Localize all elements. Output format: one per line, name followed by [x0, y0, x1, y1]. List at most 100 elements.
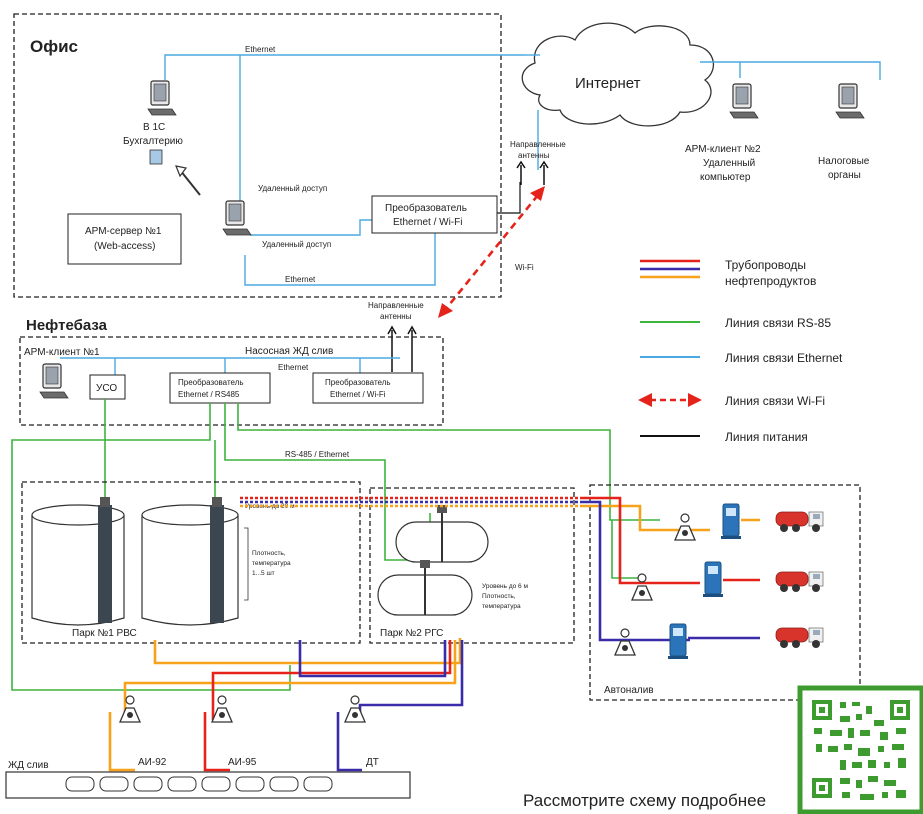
server-label-box	[67, 213, 182, 265]
office-converter-label-2: Ethernet / Wi-Fi	[393, 217, 462, 228]
office-antenna-icon	[516, 160, 549, 185]
arrow-head-icon	[175, 165, 188, 178]
server-pc-icon	[222, 200, 252, 236]
wifi-label: Wi-Fi	[515, 263, 534, 272]
pump-station-zone	[19, 336, 444, 426]
ethernet-line-cloud-right	[700, 61, 881, 80]
pipe-ai95	[203, 712, 230, 772]
qr-code-icon[interactable]	[797, 685, 923, 814]
park1-tank-2	[141, 497, 239, 626]
client1-pc-icon	[39, 363, 69, 399]
client2-label-2: Удаленный	[703, 158, 755, 169]
park1-title: Парк №1 РВС	[72, 628, 137, 639]
fuel-ai95-label: АИ-95	[228, 757, 257, 768]
remote-access-label-2: Удаленный доступ	[262, 240, 331, 249]
park2-level-label-1: Уровень до 6 м	[482, 583, 528, 590]
park1-density-label-3: 1...5 шт	[252, 570, 275, 577]
park1-density-label-2: температура	[252, 560, 291, 567]
client2-label-1: АРМ-клиент №2	[685, 144, 761, 155]
pipe-park-orange-2	[123, 640, 457, 720]
pipe-autoload-red	[580, 496, 700, 585]
depot-converter2-label-1: Преобразователь	[325, 378, 391, 387]
legend-pipes-label-2: нефтепродуктов	[725, 274, 816, 288]
park2-tank-2	[377, 560, 473, 616]
internet-label: Интернет	[575, 75, 641, 92]
remote-access-label-1: Удаленный доступ	[258, 184, 327, 193]
ethernet-label-bottom: Ethernet	[285, 275, 316, 284]
tax-pc-icon	[835, 83, 865, 119]
ethernet-label-top: Ethernet	[245, 45, 276, 54]
rail-label: ЖД слив	[8, 760, 49, 771]
park2-tank-1	[395, 505, 489, 563]
meter-autoload-3-icon	[614, 628, 636, 656]
dispenser-3-icon	[667, 623, 689, 660]
office-zone	[13, 13, 502, 298]
office-converter-label-1: Преобразователь	[385, 202, 467, 214]
database-icon	[149, 149, 163, 165]
park1-bracket	[244, 527, 249, 601]
park1-tank-1	[31, 497, 125, 626]
internet-cloud	[521, 22, 714, 127]
server-label-2: (Web-access)	[94, 241, 156, 252]
autoload-title: Автоналив	[604, 685, 654, 696]
fuel-dt-label: ДТ	[366, 757, 379, 768]
pipe-dt	[336, 712, 362, 772]
depot-converter2-box	[312, 372, 424, 404]
depot-antenna-label-1: Направленные	[368, 301, 424, 310]
legend-rs485-label: Линия связи RS-85	[725, 316, 831, 330]
arrow-icon	[179, 169, 201, 196]
pipe-park-red	[211, 640, 452, 720]
accounting-pc-icon	[147, 80, 177, 116]
office-antenna-label-2: антенны	[518, 151, 550, 160]
meter-ai95-icon	[211, 695, 233, 723]
client2-pc-icon	[729, 83, 759, 119]
park2-title: Парк №2 РГС	[380, 628, 443, 639]
park2-level-label-3: температура	[482, 603, 521, 610]
depot-antenna-icon	[387, 325, 417, 372]
depot-antenna-label-2: антенны	[380, 312, 412, 321]
pipe-park-blue	[298, 640, 447, 678]
truck-3-icon	[775, 627, 824, 649]
pump-station-label: Насосная ЖД слив	[245, 346, 333, 357]
legend-wifi-label: Линия связи Wi-Fi	[725, 394, 825, 408]
park2-zone	[369, 487, 575, 644]
meter-dt-icon	[344, 695, 366, 723]
depot-ethernet-label: Ethernet	[278, 363, 309, 372]
tax-label-2: органы	[828, 170, 861, 181]
legend-wifi-arrows-icon	[638, 393, 702, 407]
client2-label-3: компьютер	[700, 172, 751, 183]
server-label-1: АРМ-сервер №1	[85, 226, 162, 237]
footer-cta[interactable]: Рассмотрите схему подробнее	[523, 791, 766, 810]
ethernet-line-office-bottom	[244, 232, 436, 286]
client1-label: АРМ-клиент №1	[24, 347, 100, 358]
office-converter-box	[371, 195, 498, 234]
wifi-arrow-top-icon	[530, 186, 545, 201]
meter-autoload-1-icon	[674, 513, 696, 541]
legend-pipes-label-1: Трубопроводы	[725, 258, 806, 272]
depot-converter1-box	[169, 372, 271, 404]
truck-1-icon	[775, 511, 824, 533]
pipe-autoload-orange	[580, 504, 672, 532]
office-title: Офис	[30, 37, 78, 56]
autoload-zone	[589, 484, 861, 701]
truck-2-icon	[775, 571, 824, 593]
tax-label-1: Налоговые	[818, 156, 870, 167]
pipe-autoload-blue	[580, 500, 690, 642]
wifi-arrow-bottom-icon	[438, 303, 453, 318]
dispenser-2-icon	[702, 561, 724, 598]
park1-density-label-1: Плотность,	[252, 550, 286, 557]
pipe-park-orange	[153, 638, 462, 665]
rs485-line-park2	[224, 403, 425, 561]
power-line-office	[497, 182, 521, 214]
depot-converter2-label-2: Ethernet / Wi-Fi	[330, 390, 386, 399]
meter-ai92-icon	[119, 695, 141, 723]
park2-level-label-2: Плотность,	[482, 593, 516, 600]
rs485-line-autoload	[237, 403, 660, 521]
ethernet-line-office-top	[164, 54, 525, 80]
ethernet-line-office-server	[250, 219, 372, 236]
rail-cars	[65, 776, 333, 792]
uso-label: УСО	[96, 383, 117, 394]
rs485-label: RS-485 / Ethernet	[285, 450, 350, 459]
uso-box	[89, 374, 126, 400]
